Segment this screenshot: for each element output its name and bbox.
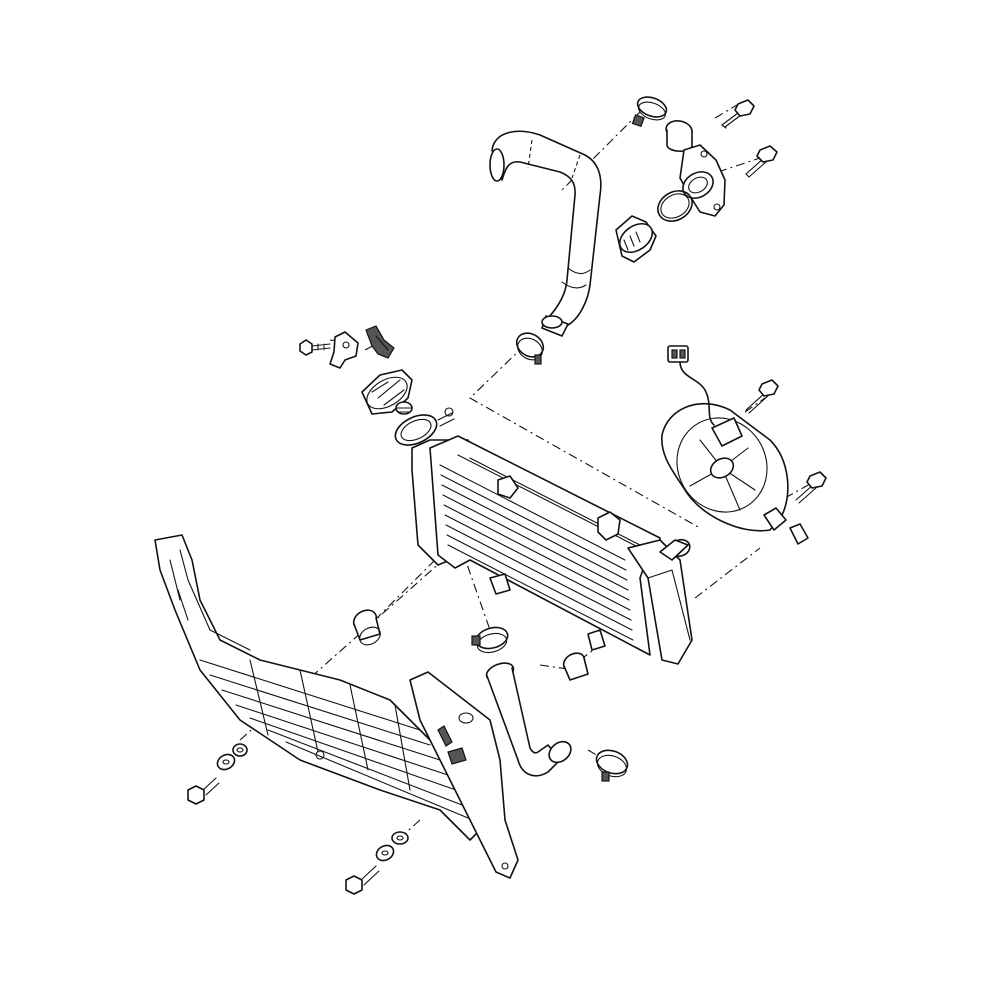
fan-bolt-lower	[795, 471, 827, 504]
radiator-cap	[361, 369, 413, 415]
o-ring	[657, 190, 693, 222]
shroud-bolt-upper	[187, 777, 220, 805]
lower-radiator-hose	[485, 662, 572, 777]
hose-clamp-lower-bottom	[595, 749, 629, 782]
thermostat	[615, 215, 657, 263]
thermostat-housing-bolt-lower	[745, 145, 778, 178]
radiator-grommet-left	[352, 609, 381, 646]
shroud-grille	[199, 659, 469, 819]
shroud-collar-upper	[232, 743, 248, 757]
radiator	[394, 407, 693, 665]
shroud-bolt-lower	[345, 865, 380, 895]
cooling-fan	[661, 402, 789, 532]
side-cover	[409, 671, 519, 879]
clip	[365, 325, 395, 359]
bracket	[329, 331, 359, 369]
fan-bolt-upper	[745, 379, 779, 414]
upper-radiator-hose	[489, 130, 602, 337]
bracket-bolt	[299, 339, 331, 356]
radiator-grommet-right	[562, 652, 589, 681]
shroud-washer-lower	[375, 844, 395, 862]
fan-spacer	[789, 523, 809, 545]
hose-clamp-top	[631, 96, 668, 128]
shroud-washer-upper	[216, 753, 236, 771]
shroud-collar-lower	[391, 831, 409, 845]
thermostat-housing-pipe	[665, 120, 693, 152]
hose-clamp-upper-hose	[515, 332, 545, 365]
radiator-fins	[439, 454, 641, 641]
thermostat-housing	[679, 144, 726, 217]
fan-connector	[667, 345, 715, 426]
hose-clamp-lower-top	[471, 626, 509, 654]
thermostat-housing-bolt-upper	[721, 99, 755, 129]
